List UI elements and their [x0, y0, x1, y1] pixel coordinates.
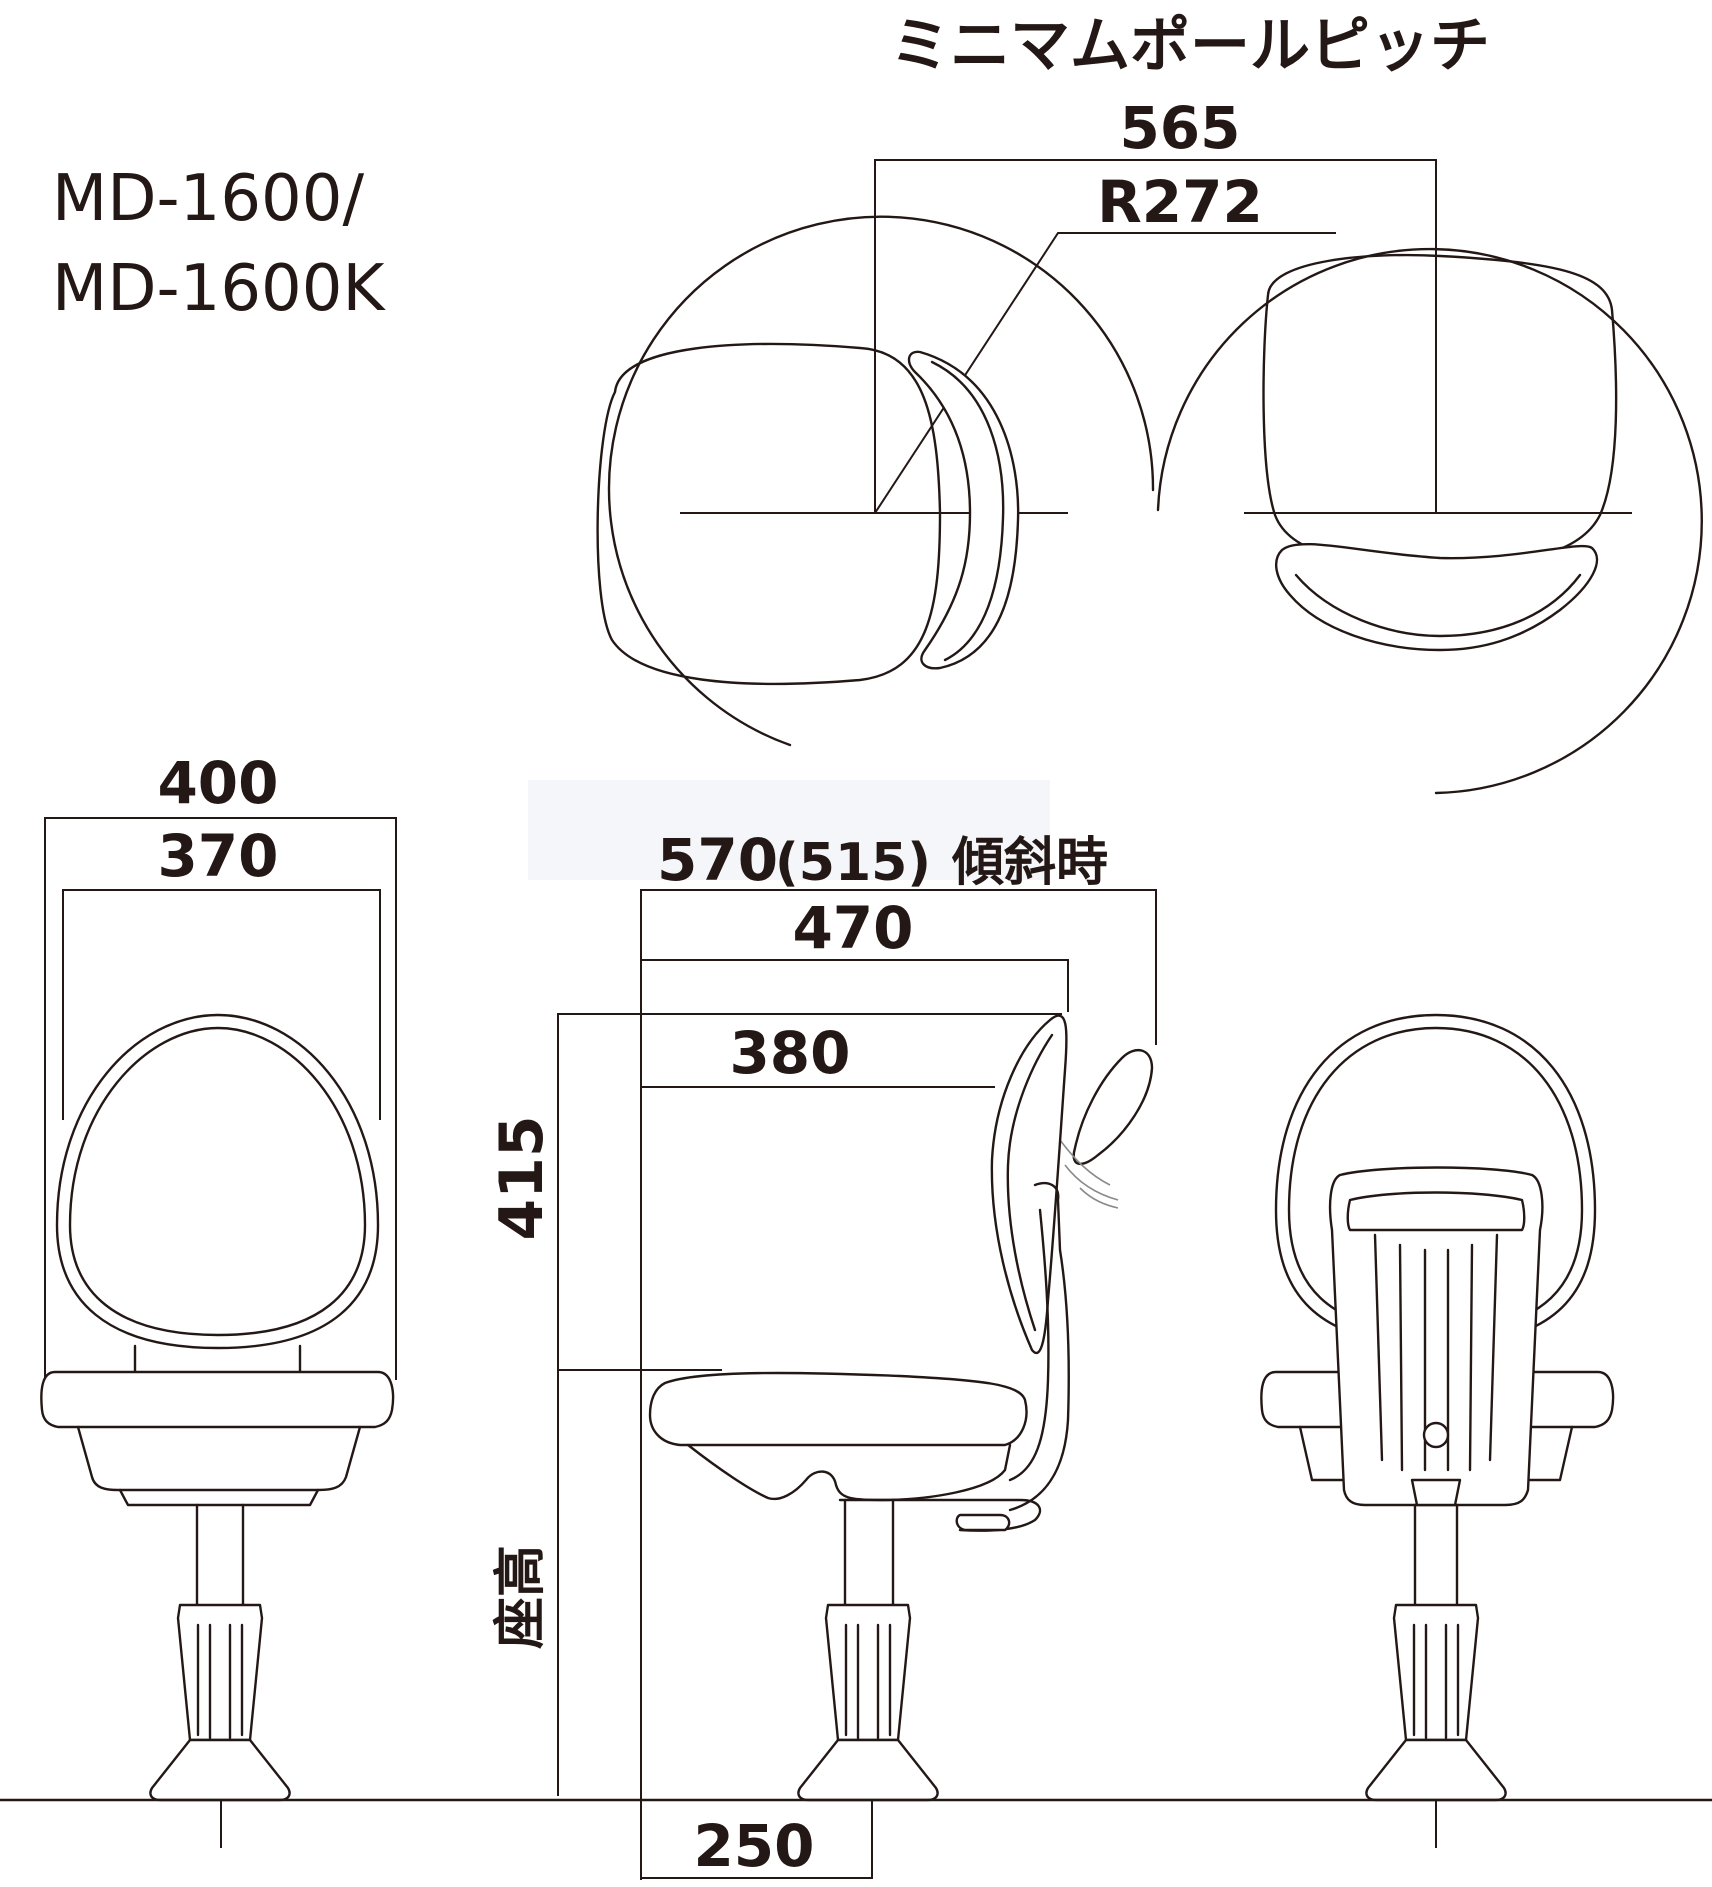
left-seat-top — [596, 342, 942, 686]
rear-column-ribs — [1412, 1623, 1460, 1740]
front-seat-shell — [76, 1425, 362, 1492]
tilt-depth-paren: (515) — [775, 833, 931, 893]
model-name-line1: MD-1600/ — [52, 162, 364, 236]
front-column-ribs — [196, 1623, 244, 1740]
side-back-support — [1008, 1181, 1070, 1512]
right-backrest-inner — [1294, 573, 1582, 638]
side-base — [797, 1738, 939, 1802]
pole-pitch-value: 565 — [1119, 94, 1240, 162]
side-seat-shell — [686, 1443, 1012, 1502]
side-gas-column — [843, 1498, 895, 1607]
side-column-cover — [824, 1603, 912, 1742]
radius-value: R272 — [1097, 168, 1263, 236]
right-seat-top — [1262, 253, 1618, 567]
side-view-label-highlight — [528, 780, 1050, 880]
model-name: MD-1600/ MD-1600K — [52, 162, 386, 326]
tilted-backrest — [1072, 1048, 1154, 1166]
base-width-line — [640, 1800, 873, 1879]
pole-pitch-label: ミニマムポールピッチ — [890, 11, 1490, 81]
depth-380-value: 380 — [729, 1019, 850, 1087]
side-mechanism — [838, 1498, 1042, 1532]
rear-knob — [1410, 1478, 1462, 1507]
left-backrest-inner — [930, 360, 1005, 662]
front-gas-column — [195, 1503, 245, 1607]
radius-leader-line — [874, 232, 1336, 514]
front-backrest-outer — [55, 1013, 380, 1350]
side-tilt-lever — [955, 1513, 1011, 1532]
outer-width-value: 400 — [157, 749, 278, 817]
outer-width-line — [44, 817, 397, 1380]
side-view: 570 (515) 傾斜時 470 380 415 座高 250 — [487, 780, 1157, 1880]
back-height-line — [557, 1013, 1062, 1796]
rear-gas-column — [1413, 1503, 1459, 1607]
rear-support-housing — [1328, 1166, 1544, 1507]
top-view: ミニマムポールピッチ 565 R272 — [596, 11, 1703, 795]
pitch-dimension-line — [874, 159, 1437, 513]
rear-support-ribs — [1373, 1233, 1499, 1472]
side-backrest — [990, 1014, 1068, 1355]
tilt-depth-label: 570 (515) 傾斜時 — [657, 826, 1108, 894]
base-width-value: 250 — [693, 1812, 814, 1880]
front-seat-cushion — [40, 1370, 395, 1429]
front-backrest-inner — [68, 1026, 367, 1337]
tilted-motion-lines — [1059, 1139, 1119, 1209]
side-column-ribs — [844, 1623, 892, 1740]
right-swing-circle — [1156, 247, 1703, 795]
front-base — [149, 1738, 291, 1802]
rear-support-bolt — [1422, 1421, 1450, 1449]
depth-470-line — [641, 959, 1069, 1012]
left-swing-circle — [607, 215, 1155, 747]
side-seat-cushion — [648, 1371, 1028, 1447]
right-backrest-top — [1274, 542, 1599, 652]
rear-base — [1365, 1738, 1507, 1802]
tilt-label: 傾斜時 — [951, 833, 1108, 893]
seat-height-label: 座高 — [491, 1545, 551, 1649]
back-height-value: 415 — [487, 1115, 557, 1240]
inner-width-value: 370 — [157, 822, 278, 890]
side-backrest-inner — [1006, 1033, 1054, 1332]
tilt-depth-line — [640, 889, 1157, 1880]
inner-width-line — [62, 889, 381, 1120]
front-back-post — [133, 1344, 302, 1374]
rear-support-top — [1346, 1191, 1526, 1232]
front-column-cover — [176, 1603, 264, 1742]
tilt-depth-value: 570 — [657, 826, 778, 894]
front-seat-mechanism — [118, 1488, 320, 1507]
depth-470-value: 470 — [792, 894, 913, 962]
rear-view — [1260, 1013, 1615, 1848]
model-name-line2: MD-1600K — [52, 252, 386, 326]
front-view: 400 370 — [40, 749, 397, 1848]
rear-column-cover — [1392, 1603, 1480, 1742]
